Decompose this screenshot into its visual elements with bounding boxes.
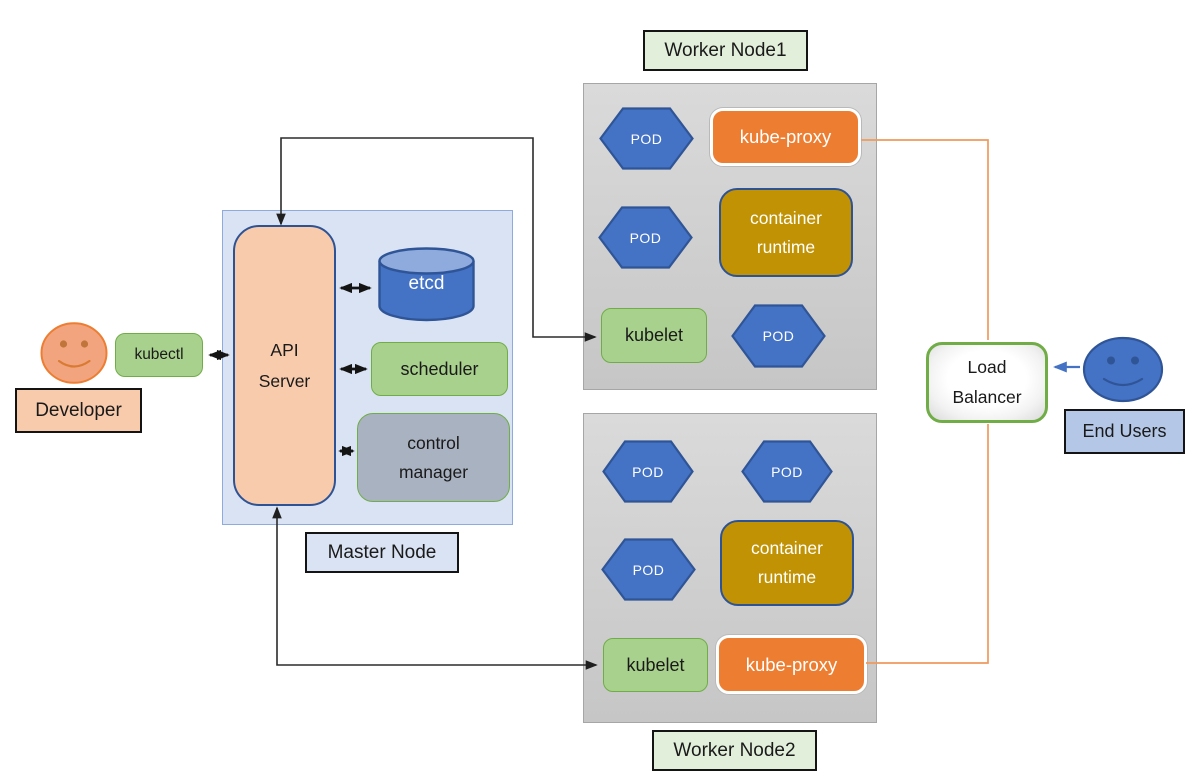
api-server-node: API Server (233, 225, 336, 506)
pod-label: POD (629, 229, 662, 246)
kubelet-label: kubelet (626, 654, 685, 675)
pod-label: POD (630, 130, 663, 147)
api-server-label: API Server (258, 339, 311, 391)
pod-node: POD (731, 304, 826, 368)
kubectl-node: kubectl (115, 333, 203, 377)
etcd-node: etcd (377, 246, 476, 323)
worker-node1-caption-label: Worker Node1 (664, 39, 787, 61)
end-users-caption-label: End Users (1082, 421, 1167, 441)
kube-proxy-node-1: kube-proxy (710, 108, 861, 166)
pod-hexagon-icon (741, 440, 833, 503)
worker-node2-caption-label: Worker Node2 (673, 739, 796, 761)
pod-node: POD (602, 440, 694, 503)
pod-label: POD (771, 463, 803, 480)
container-runtime-label: container runtime (751, 538, 823, 587)
developer-face-icon (40, 322, 108, 384)
pod-node: POD (598, 206, 693, 269)
pod-node: POD (741, 440, 833, 503)
pod-hexagon-icon (599, 107, 694, 170)
kube-proxy-label: kube-proxy (739, 126, 832, 147)
pod-node: POD (599, 107, 694, 170)
connector-kubeproxy2-loadbalancer (866, 424, 989, 664)
container-runtime-node-1: container runtime (719, 188, 853, 277)
load-balancer-node: Load Balancer (926, 342, 1048, 423)
etcd-label: etcd (408, 273, 445, 294)
pod-label: POD (632, 561, 665, 578)
master-node-caption-label: Master Node (327, 541, 437, 563)
pod-hexagon-icon (602, 440, 694, 503)
pod-hexagon-icon (731, 304, 826, 368)
kubectl-label: kubectl (134, 346, 184, 363)
pod-hexagon-icon (601, 538, 696, 601)
control-manager-label: control manager (398, 432, 469, 482)
worker-node1-caption: Worker Node1 (643, 30, 808, 71)
kubelet-node-1: kubelet (601, 308, 707, 363)
end-user-face-icon (1082, 336, 1164, 403)
scheduler-node: scheduler (371, 342, 508, 396)
kube-proxy-node-2: kube-proxy (716, 635, 867, 694)
container-runtime-label: container runtime (750, 207, 822, 257)
kube-proxy-label: kube-proxy (745, 653, 838, 675)
container-runtime-node-2: container runtime (720, 520, 854, 606)
load-balancer-label: Load Balancer (952, 356, 1022, 407)
pod-node: POD (601, 538, 696, 601)
scheduler-label: scheduler (400, 358, 479, 379)
kubelet-label: kubelet (624, 325, 684, 345)
pod-label: POD (762, 328, 795, 344)
connector-kubeproxy1-loadbalancer (861, 139, 989, 340)
developer-caption: Developer (15, 388, 142, 433)
master-node-caption: Master Node (305, 532, 459, 573)
worker-node2-caption: Worker Node2 (652, 730, 817, 771)
pod-hexagon-icon (598, 206, 693, 269)
developer-caption-label: Developer (35, 399, 122, 421)
control-manager-node: control manager (357, 413, 510, 502)
pod-label: POD (632, 463, 664, 480)
kubelet-node-2: kubelet (603, 638, 708, 692)
end-users-caption: End Users (1064, 409, 1185, 454)
